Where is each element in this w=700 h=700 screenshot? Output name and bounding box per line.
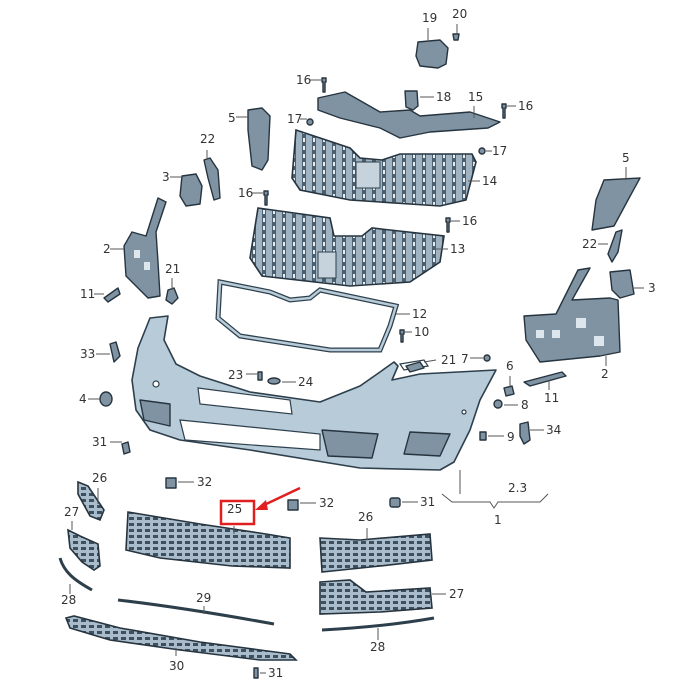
part-9-clip bbox=[479, 431, 504, 441]
callout-label-l16b: 16 bbox=[518, 99, 533, 113]
callout-label-l1: 1 bbox=[494, 513, 502, 527]
callout-label-l13: 13 bbox=[450, 242, 465, 256]
assembly-bracket-1 bbox=[441, 470, 549, 509]
part-27-right-grille-insert bbox=[319, 579, 446, 615]
callout-label-l7: 7 bbox=[461, 352, 469, 366]
part-11-left-trim bbox=[94, 287, 121, 303]
callout-label-l26a: 26 bbox=[92, 471, 107, 485]
callout-label-l34: 34 bbox=[546, 423, 561, 437]
callout-label-l11a: 11 bbox=[80, 287, 95, 301]
part-4-cap bbox=[88, 391, 113, 407]
callout-label-l28b: 28 bbox=[370, 640, 385, 654]
part-26-right-grille-insert bbox=[319, 528, 433, 573]
part-24-clip bbox=[267, 377, 296, 385]
callout-label-l16d: 16 bbox=[462, 214, 477, 228]
callout-label-l28a: 28 bbox=[61, 593, 76, 607]
part-23-screw bbox=[246, 371, 263, 381]
callout-label-l2a: 2 bbox=[103, 242, 111, 256]
callout-label-l18: 18 bbox=[436, 90, 451, 104]
callout-label-l23b: 2.3 bbox=[508, 481, 527, 495]
callout-label-l31c: 31 bbox=[268, 666, 283, 680]
callout-label-l3a: 3 bbox=[162, 170, 170, 184]
part-16-screws bbox=[252, 77, 516, 233]
part-11-right-trim bbox=[523, 371, 567, 390]
callout-label-l31b: 31 bbox=[420, 495, 435, 509]
callout-label-l17b: 17 bbox=[492, 144, 507, 158]
part-21-right-cap bbox=[405, 359, 437, 373]
part-33-clip bbox=[96, 341, 121, 363]
callout-label-l3b: 3 bbox=[648, 281, 656, 295]
part-26-left-grille-insert bbox=[77, 480, 105, 522]
part-20-clip bbox=[452, 24, 460, 41]
part-21-left-cap bbox=[165, 278, 179, 305]
callout-label-l21b: 21 bbox=[441, 353, 456, 367]
callout-label-l12: 12 bbox=[412, 307, 427, 321]
callout-label-l26b: 26 bbox=[358, 510, 373, 524]
callout-label-l31a: 31 bbox=[92, 435, 107, 449]
part-8-clip bbox=[493, 399, 518, 409]
part-5-right-bracket bbox=[591, 167, 641, 231]
part-28-right-trim-strip bbox=[321, 616, 435, 640]
callout-label-l23: 23 bbox=[228, 368, 243, 382]
part-27-left-grille-insert bbox=[67, 521, 101, 571]
part-31-clips bbox=[110, 441, 418, 679]
part-1-bumper-cover bbox=[131, 315, 497, 471]
part-22-right-bracket bbox=[598, 229, 623, 263]
part-5-left-bracket bbox=[236, 107, 271, 171]
part-13-lower-grille bbox=[249, 207, 448, 287]
part-34-clip bbox=[519, 421, 544, 445]
callout-label-l15: 15 bbox=[468, 90, 483, 104]
part-12-grille-frame bbox=[215, 278, 410, 353]
part-14-upper-grille bbox=[291, 128, 480, 207]
highlight-part-25 bbox=[219, 486, 301, 526]
part-2-right-side-bracket bbox=[523, 267, 621, 366]
callout-label-l8: 8 bbox=[521, 398, 529, 412]
callout-label-l22a: 22 bbox=[200, 132, 215, 146]
callout-label-l27b: 27 bbox=[449, 587, 464, 601]
callout-label-l17a: 17 bbox=[287, 112, 302, 126]
callout-label-l29: 29 bbox=[196, 591, 211, 605]
callout-label-l32a: 32 bbox=[197, 475, 212, 489]
callout-label-l2b: 2 bbox=[601, 367, 609, 381]
part-6-clip bbox=[503, 376, 515, 397]
callout-label-l9: 9 bbox=[507, 430, 515, 444]
callout-label-l30: 30 bbox=[169, 659, 184, 673]
part-3-right-bracket bbox=[609, 269, 644, 299]
part-10-screw bbox=[399, 329, 412, 343]
callout-label-l19: 19 bbox=[422, 11, 437, 25]
part-7-clip bbox=[470, 354, 491, 362]
callout-label-l6: 6 bbox=[506, 359, 514, 373]
part-15-upper-carrier bbox=[317, 91, 501, 139]
callout-label-l16c: 16 bbox=[238, 186, 253, 200]
part-2-left-side-bracket bbox=[110, 197, 167, 299]
part-3-left-bracket bbox=[170, 173, 203, 207]
callout-label-l4: 4 bbox=[79, 392, 87, 406]
callout-label-l32b: 32 bbox=[319, 496, 334, 510]
part-29-center-trim-strip bbox=[117, 598, 275, 626]
part-30-lower-spoiler bbox=[64, 615, 298, 661]
callout-label-l11b: 11 bbox=[544, 391, 559, 405]
callout-label-l25: 25 bbox=[227, 502, 242, 516]
part-32-clips bbox=[165, 477, 316, 511]
part-19-bracket bbox=[415, 28, 449, 69]
callout-label-l22b: 22 bbox=[582, 237, 597, 251]
callout-label-l33: 33 bbox=[80, 347, 95, 361]
callout-label-l5b: 5 bbox=[622, 151, 630, 165]
callout-label-l10: 10 bbox=[414, 325, 429, 339]
part-28-left-trim-strip bbox=[58, 557, 93, 594]
callout-label-l24: 24 bbox=[298, 375, 313, 389]
callout-label-l16a: 16 bbox=[296, 73, 311, 87]
part-25-center-lower-grille bbox=[125, 511, 291, 569]
part-22-left-bracket bbox=[203, 150, 221, 201]
callout-label-l5a: 5 bbox=[228, 111, 236, 125]
callout-label-l20: 20 bbox=[452, 7, 467, 21]
callout-label-l14: 14 bbox=[482, 174, 497, 188]
callout-label-l27a: 27 bbox=[64, 505, 79, 519]
part-17-clips bbox=[300, 118, 492, 155]
part-18-buffer bbox=[404, 90, 434, 111]
callout-label-l21a: 21 bbox=[165, 262, 180, 276]
